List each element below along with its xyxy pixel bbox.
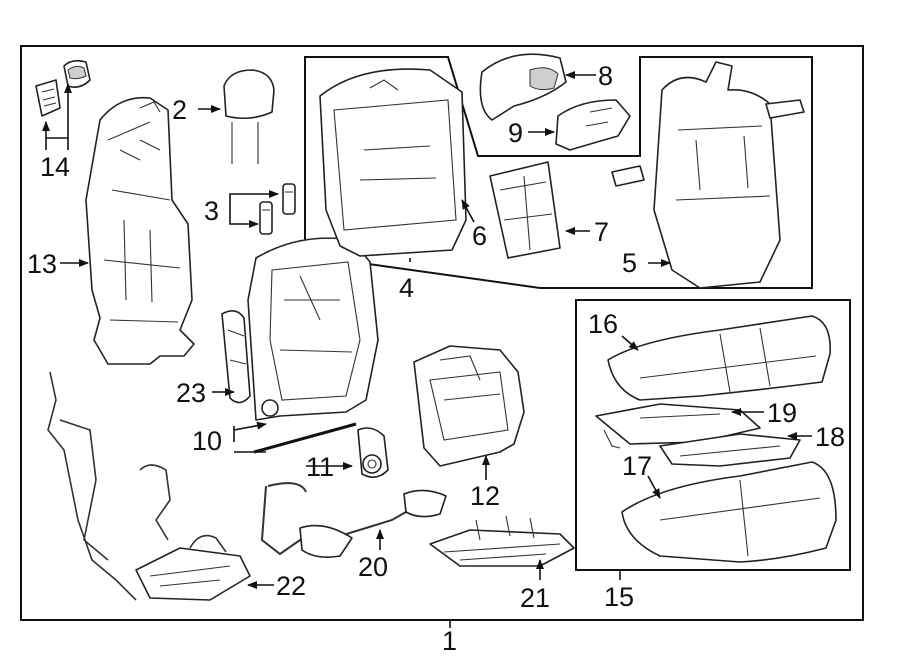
callout-7: 7 [594, 217, 609, 247]
part-12-adjuster [413, 345, 525, 467]
outer-frame [20, 45, 864, 621]
callout-1: 1 [442, 626, 457, 656]
leader-lines [42, 71, 812, 628]
callout-18: 18 [815, 422, 845, 452]
callout-20: 20 [358, 552, 388, 582]
part-17-cushion [621, 461, 837, 563]
part-21-track [429, 515, 575, 567]
part-13-back-panel [85, 96, 195, 365]
callout-labels: 1 2 3 4 5 6 7 8 9 10 11 12 13 14 15 16 1… [27, 61, 845, 656]
part-18-mat [659, 433, 801, 467]
part-20-cable [260, 482, 447, 558]
part-8-shield [479, 53, 567, 121]
part-14-bracket [35, 59, 91, 117]
callout-3: 3 [204, 196, 219, 226]
part-9-trim [555, 99, 631, 151]
part-23-side-trim [221, 310, 251, 404]
part-22-harness [47, 371, 251, 601]
cushion-group-frame [575, 299, 851, 571]
part-6-back-cover [319, 68, 467, 257]
callout-22: 22 [276, 571, 306, 601]
part-7-pad [489, 161, 561, 259]
part-16-cushion-pad [607, 315, 831, 401]
part-5-back-trim [611, 61, 805, 289]
callout-15: 15 [604, 582, 634, 612]
callout-8: 8 [598, 61, 613, 91]
callout-9: 9 [508, 118, 523, 148]
part-2-headrest [223, 69, 275, 164]
callout-10: 10 [192, 426, 222, 456]
callout-13: 13 [27, 249, 57, 279]
callout-11: 11 [306, 452, 334, 482]
callout-2: 2 [172, 95, 187, 125]
part-10-frame [247, 237, 379, 454]
callout-16: 16 [588, 309, 618, 339]
callout-12: 12 [470, 481, 500, 511]
callout-23: 23 [176, 378, 206, 408]
callout-6: 6 [472, 221, 487, 251]
callout-17: 17 [622, 451, 652, 481]
part-19-mat [595, 403, 761, 449]
callout-19: 19 [767, 398, 797, 428]
callout-4: 4 [399, 273, 414, 303]
part-11-motor [357, 427, 389, 478]
callout-21: 21 [520, 583, 550, 613]
callout-14: 14 [40, 152, 70, 182]
callout-5: 5 [622, 248, 637, 278]
part-3-guides [259, 183, 296, 235]
